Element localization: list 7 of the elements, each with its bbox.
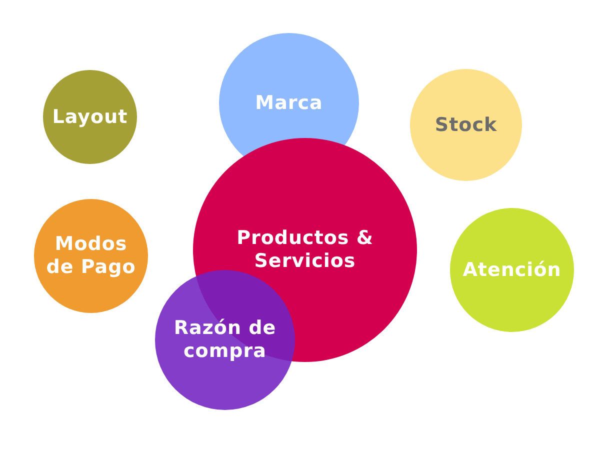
topic-label: Razón de compra [172,317,278,363]
topic-label: Layout [52,106,128,128]
topic-label: Marca [255,92,323,114]
topic-label: Stock [434,114,498,136]
topic-label: Modos de Pago [46,233,136,279]
topic-label: Atención [462,258,562,282]
topic-label: Productos & Servicios [236,227,374,273]
